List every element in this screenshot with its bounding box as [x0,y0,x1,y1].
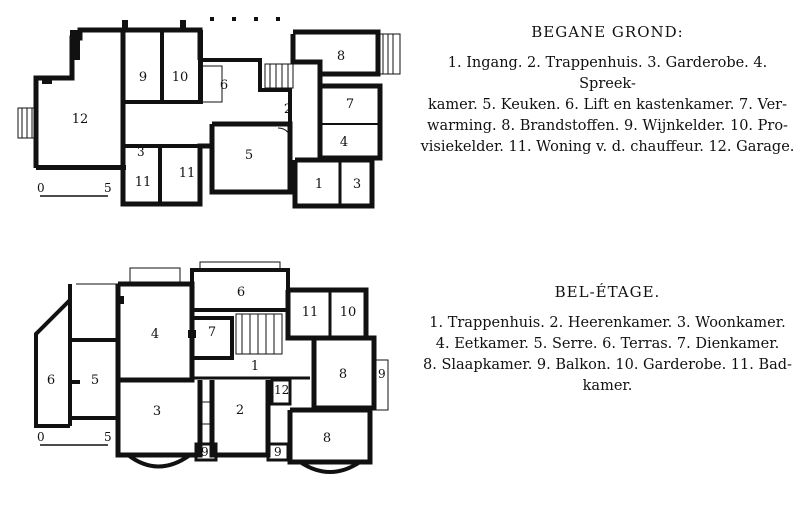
legend-line: 1. Ingang. 2. Trappenhuis. 3. Garderobe.… [447,55,768,92]
room-label: 7 [208,325,216,340]
room-label: 12 [72,112,89,127]
room-label: 3 [137,145,145,159]
room-label: 4 [151,327,159,342]
ground-floor-scale-bar: 0 5 [37,181,112,197]
room-label: 8 [337,49,345,64]
room-label: 10 [172,70,189,85]
room-label: 5 [245,148,253,163]
bel-etage-walls [34,261,389,474]
legend-line: kamer. 5. Keuken. 6. Lift en kastenkamer… [427,97,788,113]
room-label: 1 [315,177,323,192]
scale-end-label: 5 [104,430,112,444]
room-label: 11 [179,166,196,181]
scale-end-label: 5 [104,181,112,195]
room-label: 6 [47,373,55,388]
room-label: 4 [340,135,348,150]
room-label: 8 [339,367,347,382]
room-label: 11 [302,305,319,320]
room-label: 2 [236,403,244,418]
room-label: 6 [220,78,228,93]
legend-line: 4. Eetkamer. 5. Serre. 6. Terras. 7. Die… [435,336,780,352]
scale-start-label: 0 [37,181,45,195]
bel-etage-room-labels: 1 2 3 4 5 6 6 7 8 8 9 9 9 10 11 12 [47,285,386,459]
room-label: 1 [251,359,259,374]
room-label: 10 [340,305,357,320]
room-label: 5 [91,373,99,388]
room-label: 9 [139,70,147,85]
legend-line: warming. 8. Brandstoffen. 9. Wijnkelder.… [427,118,788,134]
ground-floor-room-labels: 1 2 3 4 5 6 7 8 9 10 11 11 12 3 [72,49,361,192]
legend-line: 8. Slaapkamer. 9. Balkon. 10. Garderobe.… [423,357,792,373]
room-label: 12 [274,383,289,397]
room-label: 9 [274,445,282,459]
bel-etage-legend: BEL-ÉTAGE. 1. Trappenhuis. 2. Heerenkame… [420,282,795,397]
bel-etage-scale-bar: 0 5 [37,430,112,446]
room-label: 2 [284,102,292,117]
room-label: 9 [378,367,386,381]
legend-line: visiekelder. 11. Woning v. d. chauffeur.… [420,139,795,155]
room-label: 3 [153,404,161,419]
ground-floor-legend: BEGANE GROND: 1. Ingang. 2. Trappenhuis.… [420,22,795,158]
room-label: 3 [353,177,361,192]
legend-line: kamer. [582,378,633,394]
ground-floor-walls [17,17,401,209]
bel-etage-title: BEL-ÉTAGE. [554,283,661,301]
legend-line: 1. Trappenhuis. 2. Heerenkamer. 3. Woonk… [429,315,786,331]
ground-floor-plan: 1 2 3 4 5 6 7 8 9 10 11 11 12 3 0 5 [17,17,401,209]
room-label: 11 [135,175,152,190]
room-label: 6 [237,285,245,300]
room-label: 9 [201,445,209,459]
room-label: 7 [346,97,354,112]
scale-start-label: 0 [37,430,45,444]
ground-floor-title: BEGANE GROND: [531,23,684,41]
room-label: 8 [323,431,331,446]
bel-etage-plan: 1 2 3 4 5 6 6 7 8 8 9 9 9 10 11 12 0 5 [34,261,389,474]
